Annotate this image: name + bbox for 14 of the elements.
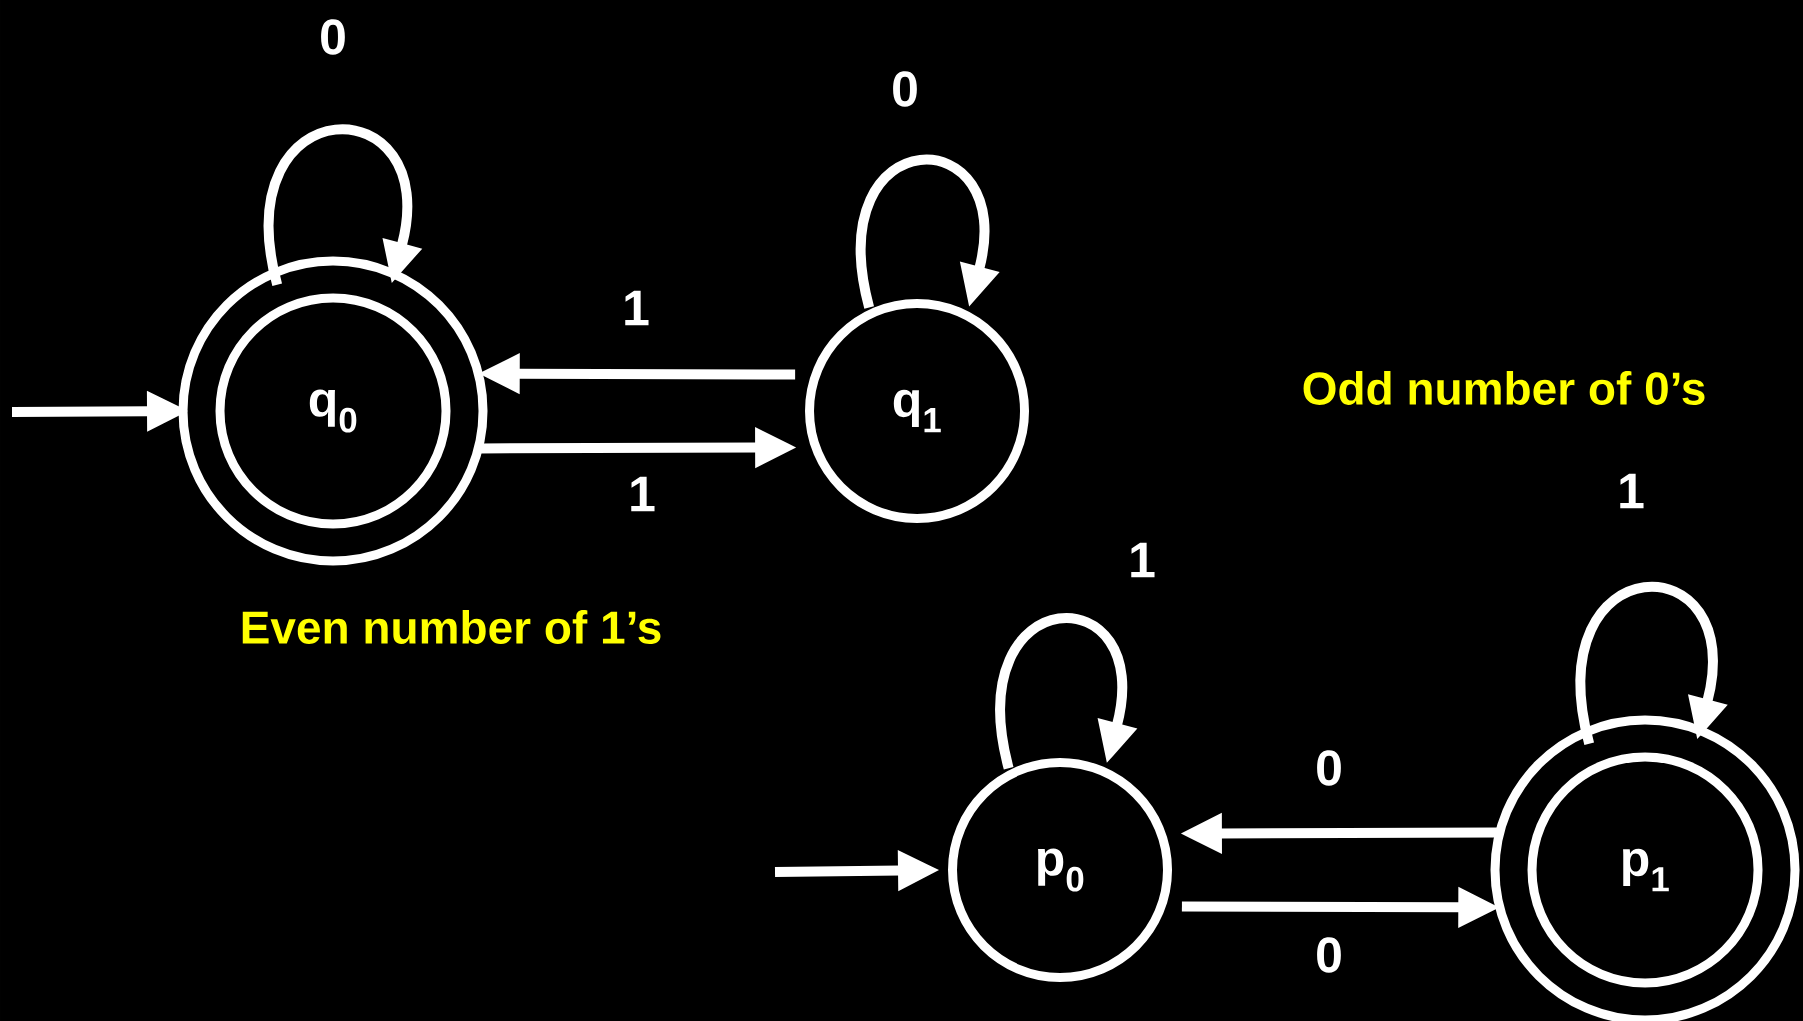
edge-label: 1 [1615, 471, 1647, 511]
edge-label: 1 [626, 474, 658, 514]
edge-label: 0 [1313, 935, 1345, 975]
self-loop-arrow [856, 155, 1000, 309]
edge-label: 0 [1313, 748, 1345, 788]
caption-label: Odd number of 0’s [1303, 371, 1705, 405]
edge-label: 1 [620, 288, 652, 328]
caption-label: Even number of 1’s [242, 610, 661, 644]
self-loop-arrow [1576, 582, 1728, 745]
edge-label: 0 [317, 17, 349, 57]
edge-label: 0 [889, 69, 921, 109]
self-loop-arrow [995, 613, 1138, 770]
self-loop-arrow [264, 124, 423, 286]
edge-label: 1 [1126, 540, 1158, 580]
